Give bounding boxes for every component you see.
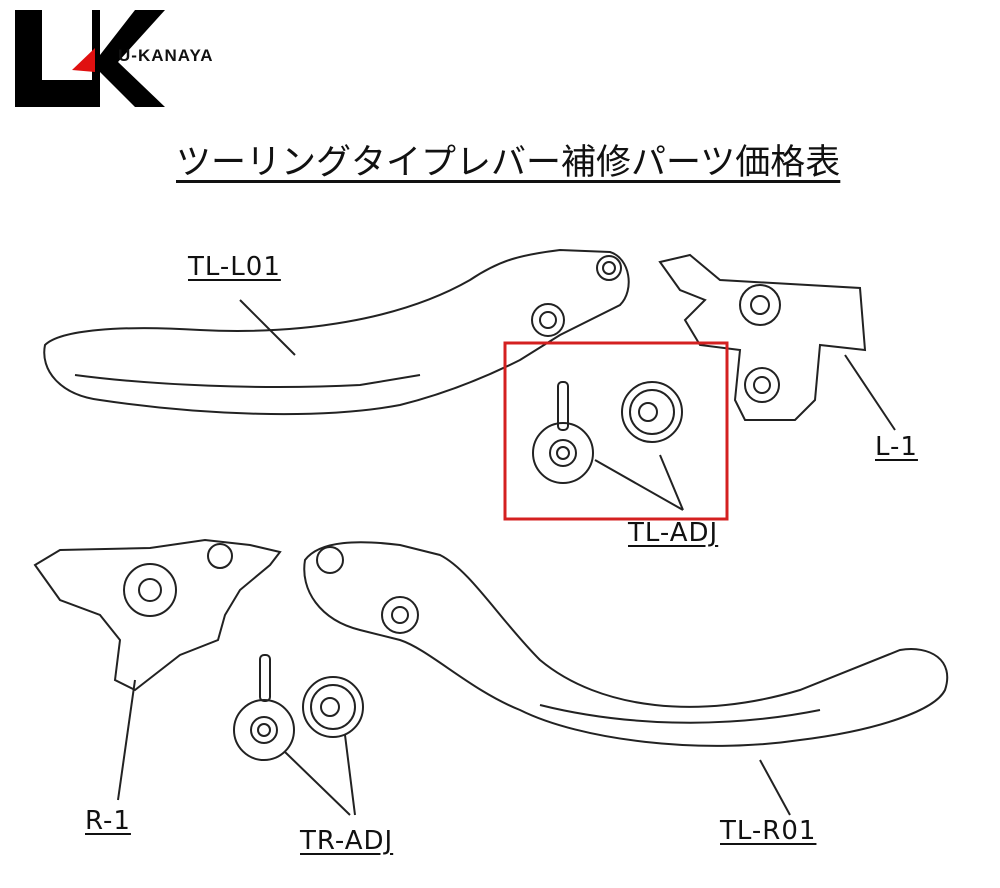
bracket-l-1: [658, 253, 896, 431]
label-r-1: R-1: [85, 806, 131, 836]
label-tl-l01: TL-L01: [188, 252, 281, 282]
label-l-1: L-1: [875, 432, 918, 462]
adjuster-tr-adj: [233, 654, 364, 816]
lever-tl-r01: [303, 541, 949, 816]
label-tl-r01: TL-R01: [720, 816, 817, 846]
lever-tl-l01: [43, 248, 630, 416]
label-tr-adj: TR-ADJ: [300, 826, 394, 856]
brand-name: U-KANAYA: [118, 46, 214, 65]
adjuster-tl-adj: [532, 381, 684, 511]
label-tl-adj: TL-ADJ: [628, 518, 719, 548]
bracket-r-1: [33, 538, 282, 801]
logo-mark: [15, 10, 165, 107]
page-title: ツーリングタイプレバー補修パーツ価格表: [176, 143, 841, 183]
highlight-box: [503, 341, 729, 521]
